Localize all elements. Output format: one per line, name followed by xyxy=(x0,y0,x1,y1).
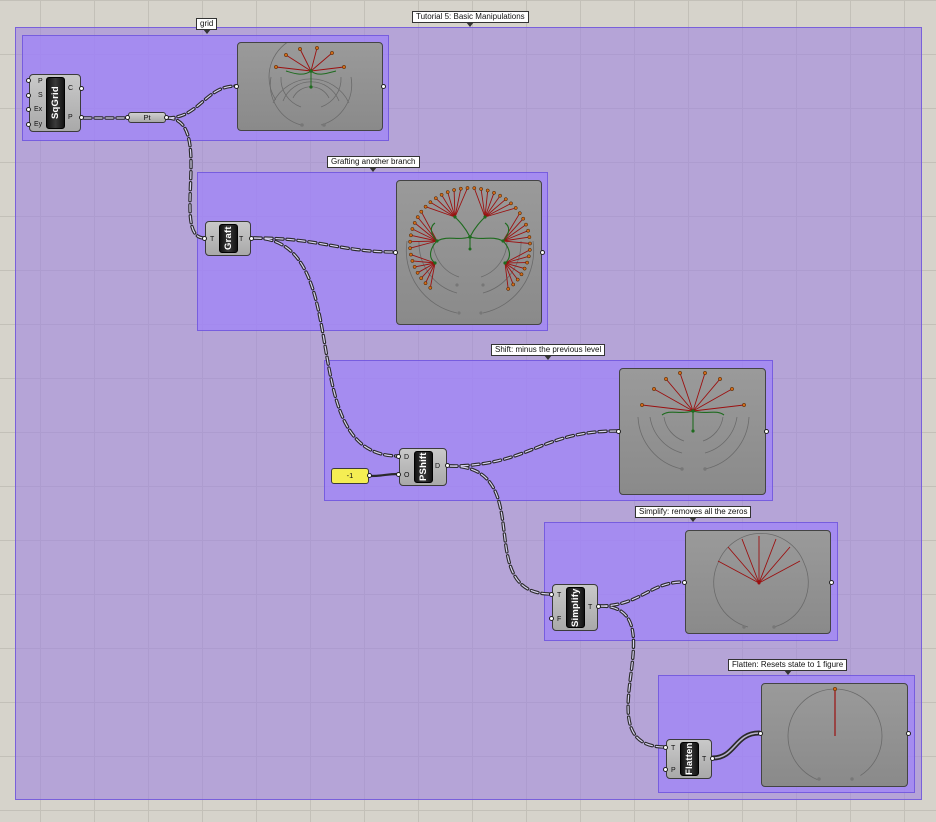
pshift-name: PShift xyxy=(414,451,433,483)
graft-output-t[interactable]: T xyxy=(239,236,244,243)
pshift-component[interactable]: PShift D O D xyxy=(399,448,447,486)
graft-group-label[interactable]: Grafting another branch xyxy=(327,156,420,172)
preview-drawing-4 xyxy=(713,532,809,629)
offset-slider[interactable]: -1 xyxy=(331,468,369,484)
sqgrid-component[interactable]: SqGrid P S Ex Ey C P xyxy=(29,74,81,132)
slider-grip[interactable] xyxy=(367,473,372,478)
preview-panel-3[interactable] xyxy=(619,368,766,495)
sqgrid-input-p[interactable]: P xyxy=(38,78,43,85)
simplify-group-label[interactable]: Simplify: removes all the zeros xyxy=(635,506,752,522)
graft-name: Graft xyxy=(219,224,238,253)
sqgrid-grip[interactable] xyxy=(79,115,84,120)
pshift-grip[interactable] xyxy=(396,472,401,477)
pshift-grip[interactable] xyxy=(445,463,450,468)
flatten-name: Flatten xyxy=(680,742,699,776)
preview1-grip[interactable] xyxy=(234,84,239,89)
sqgrid-grip[interactable] xyxy=(79,86,84,91)
simplify-grip[interactable] xyxy=(549,592,554,597)
sqgrid-input-ex[interactable]: Ex xyxy=(34,106,43,113)
shift-group-label[interactable]: Shift: minus the previous level xyxy=(491,344,606,360)
preview-drawing-5 xyxy=(787,686,883,784)
simplify-input-f[interactable]: F xyxy=(557,616,562,623)
sqgrid-output-p[interactable]: P xyxy=(68,114,73,121)
preview5-grip[interactable] xyxy=(758,731,763,736)
sqgrid-grip[interactable] xyxy=(26,122,31,127)
pshift-input-d[interactable]: D xyxy=(404,454,410,461)
simplify-input-t[interactable]: T xyxy=(557,592,562,599)
preview-panel-1[interactable] xyxy=(237,42,383,131)
sqgrid-name: SqGrid xyxy=(46,77,65,129)
sqgrid-grip[interactable] xyxy=(26,93,31,98)
preview3-grip[interactable] xyxy=(764,429,769,434)
flatten-input-t[interactable]: T xyxy=(671,745,676,752)
preview-panel-5[interactable] xyxy=(761,683,908,787)
sqgrid-output-c[interactable]: C xyxy=(68,85,74,92)
preview4-grip[interactable] xyxy=(682,580,687,585)
preview-drawing-3 xyxy=(637,371,750,471)
preview4-grip[interactable] xyxy=(829,580,834,585)
pt-param[interactable]: Pt xyxy=(128,112,166,123)
preview1-grip[interactable] xyxy=(381,84,386,89)
graft-grip[interactable] xyxy=(202,236,207,241)
simplify-grip[interactable] xyxy=(596,604,601,609)
pt-grip[interactable] xyxy=(164,115,169,120)
pt-grip[interactable] xyxy=(125,115,130,120)
simplify-name: Simplify xyxy=(566,587,585,628)
sqgrid-input-ey[interactable]: Ey xyxy=(34,121,43,128)
preview5-grip[interactable] xyxy=(906,731,911,736)
simplify-component[interactable]: Simplify T F T xyxy=(552,584,598,631)
preview-drawing-2 xyxy=(405,186,535,315)
tutorial-group-label[interactable]: Tutorial 5: Basic Manipulations xyxy=(412,11,529,27)
pshift-input-o[interactable]: O xyxy=(404,472,410,479)
graft-input-t[interactable]: T xyxy=(210,236,215,243)
sqgrid-input-s[interactable]: S xyxy=(38,92,43,99)
flatten-input-p[interactable]: P xyxy=(671,767,676,774)
graft-grip[interactable] xyxy=(249,236,254,241)
flatten-grip[interactable] xyxy=(663,767,668,772)
preview-drawing-1 xyxy=(268,43,354,127)
pshift-output-d[interactable]: D xyxy=(435,463,441,470)
grid-group-label[interactable]: grid xyxy=(196,18,218,34)
preview2-grip[interactable] xyxy=(540,250,545,255)
simplify-output-t[interactable]: T xyxy=(588,604,593,611)
sqgrid-grip[interactable] xyxy=(26,107,31,112)
flatten-group-label[interactable]: Flatten: Resets state to 1 figure xyxy=(728,659,848,675)
flatten-grip[interactable] xyxy=(710,756,715,761)
simplify-grip[interactable] xyxy=(549,616,554,621)
preview-panel-4[interactable] xyxy=(685,530,831,634)
preview-panel-2[interactable] xyxy=(396,180,542,325)
sqgrid-grip[interactable] xyxy=(26,78,31,83)
flatten-grip[interactable] xyxy=(663,745,668,750)
pshift-grip[interactable] xyxy=(396,454,401,459)
flatten-output-t[interactable]: T xyxy=(702,756,707,763)
preview3-grip[interactable] xyxy=(616,429,621,434)
preview2-grip[interactable] xyxy=(393,250,398,255)
flatten-component[interactable]: Flatten T P T xyxy=(666,739,712,779)
graft-component[interactable]: Graft T T xyxy=(205,221,251,256)
